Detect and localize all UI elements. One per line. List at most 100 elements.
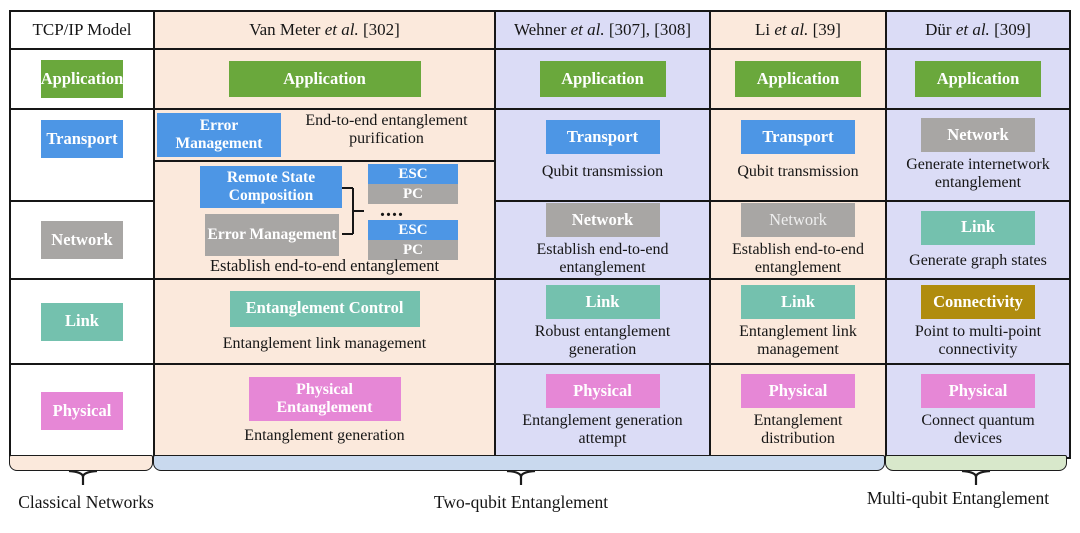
- protocol-stack-table: TCP/IP Model Van Meter et al. [302] Wehn…: [9, 10, 1071, 459]
- li-transport-caption: Qubit transmission: [737, 163, 859, 180]
- tcpip-physical-box: Physical: [41, 392, 123, 430]
- vanmeter-remote-state-composition-box: Remote State Composition: [200, 166, 342, 208]
- header-wehner-etal: et al.: [570, 20, 605, 39]
- header-li-name: Li: [755, 20, 771, 39]
- two-qubit-brace-icon: [506, 470, 536, 485]
- dur-network-box: Network: [921, 118, 1035, 153]
- dur-physical-cell: Physical Connect quantum devices: [887, 365, 1069, 457]
- vanmeter-link-cell: Entanglement Control Entanglement link m…: [155, 280, 496, 365]
- li-network-caption: Establish end-to-end entanglement: [732, 241, 864, 276]
- vanmeter-esc-pc-stack-bottom: ESC PC: [368, 220, 458, 260]
- ellipsis-dots: ....: [380, 199, 404, 221]
- header-van-meter-label: Van Meter et al. [302]: [249, 20, 400, 40]
- wehner-physical-cell: Physical Entanglement generation attempt: [496, 365, 711, 457]
- dur-connectivity-caption: Point to multi-point connectivity: [914, 322, 1042, 358]
- wehner-link-cell: Link Robust entanglement generation: [496, 280, 711, 365]
- header-tcpip-model: TCP/IP Model: [11, 12, 155, 50]
- li-link-caption: Entanglement link management: [739, 322, 857, 358]
- vanmeter-physical-cell: Physical Entanglement Entanglement gener…: [155, 365, 496, 457]
- li-transport-box: Transport: [741, 120, 855, 154]
- vanmeter-error-management-top-box: Error Management: [157, 113, 281, 157]
- vanmeter-physical-caption: Entanglement generation: [244, 427, 405, 445]
- header-wehner-name: Wehner: [513, 20, 567, 39]
- tcpip-application-box: Application: [41, 60, 123, 98]
- dur-physical-box: Physical: [921, 374, 1035, 409]
- vanmeter-esc-bottom-box: ESC: [368, 220, 458, 240]
- two-qubit-entanglement-label: Two-qubit Entanglement: [433, 492, 609, 512]
- header-dur-etal: et al.: [955, 20, 990, 39]
- header-li-ref: [39]: [812, 20, 841, 39]
- classical-networks-label: Classical Networks: [18, 492, 154, 512]
- wehner-network-box: Network: [545, 203, 660, 238]
- vanmeter-entanglement-control-box: Entanglement Control: [229, 290, 420, 327]
- vanmeter-purification-subcell: Error Management End-to-end entanglement…: [155, 110, 494, 162]
- header-dur-ref: [309]: [994, 20, 1031, 39]
- wehner-transport-box: Transport: [545, 120, 660, 154]
- wehner-physical-caption: Entanglement generation attempt: [522, 412, 683, 447]
- li-application-cell: Application: [711, 50, 887, 110]
- vanmeter-application-box: Application: [228, 61, 421, 97]
- vanmeter-pc-top-box: PC: [368, 184, 458, 204]
- dur-link-caption: Generate graph states: [909, 251, 1047, 269]
- li-transport-cell: Transport Qubit transmission: [711, 110, 887, 202]
- vanmeter-network-subcell: Remote State Composition Error Managemen…: [155, 162, 494, 276]
- tcpip-link-box: Link: [41, 302, 123, 341]
- wehner-link-caption: Robust entanglement generation: [534, 322, 671, 358]
- dur-network-caption: Generate internetwork entanglement: [906, 156, 1050, 191]
- header-li-etal: et al.: [774, 20, 809, 39]
- wehner-transport-cell: Transport Qubit transmission: [496, 110, 711, 202]
- dur-network-cell: Network Generate internetwork entangleme…: [887, 110, 1069, 202]
- li-physical-box: Physical: [741, 374, 855, 409]
- li-link-box: Link: [741, 284, 855, 319]
- tcpip-application-cell: Application: [11, 50, 155, 110]
- wehner-transport-caption: Qubit transmission: [541, 163, 664, 180]
- li-link-cell: Link Entanglement link management: [711, 280, 887, 365]
- header-tcpip-label: TCP/IP Model: [32, 20, 132, 39]
- grouping-bracket-icon: [342, 187, 364, 235]
- multi-qubit-brace-icon: [961, 470, 991, 485]
- tcpip-network-box: Network: [41, 221, 123, 259]
- vanmeter-error-management-bottom-box: Error Management: [205, 214, 339, 256]
- vanmeter-esc-top-box: ESC: [368, 164, 458, 184]
- wehner-network-cell: Network Establish end-to-end entanglemen…: [496, 202, 711, 280]
- tcpip-transport-cell: Transport: [11, 110, 155, 202]
- vanmeter-physical-entanglement-box: Physical Entanglement: [248, 377, 401, 422]
- li-physical-cell: Physical Entanglement distribution: [711, 365, 887, 457]
- vanmeter-purification-caption: End-to-end entanglement purification: [305, 112, 468, 147]
- dur-link-box: Link: [921, 210, 1035, 245]
- header-van-meter-ref: [302]: [362, 20, 400, 39]
- header-wehner-label: Wehner et al. [307], [308]: [514, 20, 691, 40]
- header-dur: Dür et al. [309]: [887, 12, 1069, 50]
- tcpip-link-cell: Link: [11, 280, 155, 365]
- li-network-box: Network: [741, 203, 855, 238]
- vanmeter-network-caption: Establish end-to-end entanglement: [209, 255, 440, 275]
- vanmeter-transport-network-cell: Error Management End-to-end entanglement…: [155, 110, 496, 280]
- dur-physical-caption: Connect quantum devices: [921, 412, 1035, 447]
- vanmeter-application-cell: Application: [155, 50, 496, 110]
- dur-connectivity-box: Connectivity: [921, 284, 1035, 319]
- wehner-application-cell: Application: [496, 50, 711, 110]
- li-network-cell: Network Establish end-to-end entanglemen…: [711, 202, 887, 280]
- vanmeter-esc-pc-stack-top: ESC PC: [368, 164, 458, 204]
- tcpip-transport-box: Transport: [41, 120, 123, 158]
- wehner-link-box: Link: [545, 284, 660, 319]
- li-physical-caption: Entanglement distribution: [753, 412, 843, 447]
- header-van-meter-etal: et al.: [324, 20, 359, 39]
- vanmeter-pc-bottom-box: PC: [368, 240, 458, 260]
- header-li: Li et al. [39]: [711, 12, 887, 50]
- multi-qubit-entanglement-label: Multi-qubit Entanglement: [866, 488, 1050, 508]
- tcpip-network-cell: Network: [11, 202, 155, 280]
- header-li-label: Li et al. [39]: [755, 20, 841, 40]
- wehner-network-caption: Establish end-to-end entanglement: [536, 241, 669, 276]
- header-wehner: Wehner et al. [307], [308]: [496, 12, 711, 50]
- tcpip-physical-cell: Physical: [11, 365, 155, 457]
- li-application-box: Application: [735, 61, 861, 97]
- dur-application-box: Application: [915, 61, 1041, 97]
- dur-link-cell: Link Generate graph states: [887, 202, 1069, 280]
- classical-networks-strip: [9, 455, 153, 471]
- dur-connectivity-cell: Connectivity Point to multi-point connec…: [887, 280, 1069, 365]
- header-dur-label: Dür et al. [309]: [925, 20, 1031, 40]
- header-van-meter-name: Van Meter: [249, 20, 321, 39]
- classical-brace-icon: [68, 470, 98, 485]
